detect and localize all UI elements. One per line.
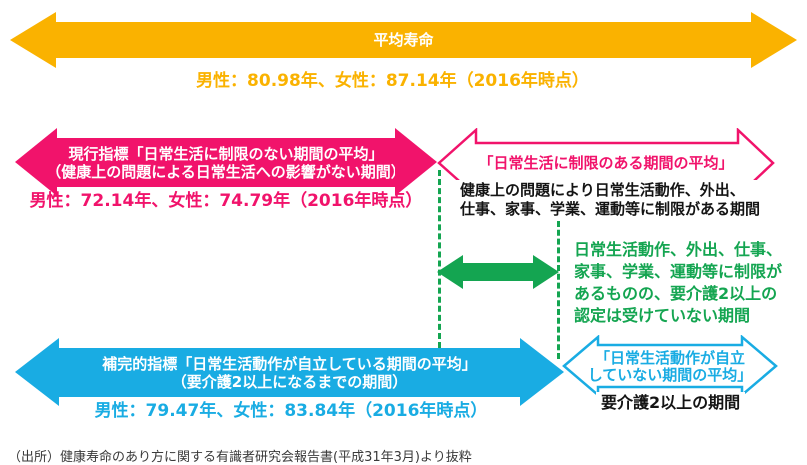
current-indicator-line1: 現行指標「日常生活に制限のない期間の平均」: [68, 144, 384, 163]
restriction-gap-note-line1: 日常生活動作、外出、仕事、: [574, 240, 783, 259]
restriction-gap-note-line2: 家事、学業、運動等に制限が: [574, 262, 783, 281]
supplementary-indicator-line2: （要介護2以上になるまでの期間）: [171, 372, 408, 391]
limited-period-note: 健康上の問題により日常生活動作、外出、 仕事、家事、学業、運動等に制限がある期間: [455, 180, 766, 220]
arrow-left-head-icon: [15, 128, 57, 196]
restriction-gap-arrow: [437, 255, 559, 289]
arrow-right-head-icon: [751, 12, 797, 68]
limited-period-note-line1: 健康上の問題により日常生活動作、外出、: [460, 181, 745, 199]
dependent-period-outline-arrow: 「日常生活動作が自立 していない期間の平均」: [562, 335, 778, 397]
dependent-period-title: 「日常生活動作が自立 していない期間の平均」: [562, 350, 778, 384]
dependent-period-title-line2: していない期間の平均」: [587, 366, 753, 384]
limited-period-outline-arrow: 「日常生活に制限のある期間の平均」: [437, 128, 775, 198]
arrow-left-head-icon: [437, 255, 463, 289]
current-indicator-arrow-shaft: 現行指標「日常生活に制限のない期間の平均」 （健康上の問題による日常生活への影響…: [46, 138, 406, 187]
current-indicator-value: 男性：72.14年、女性：74.79年（2016年時点）: [29, 191, 423, 211]
supplementary-indicator-arrow-shaft: 補完的指標「日常生活動作が自立している期間の平均」 （要介護2以上になるまでの期…: [58, 348, 521, 397]
arrow-left-head-icon: [10, 12, 56, 68]
restriction-gap-arrow-shaft: [462, 263, 534, 281]
arrow-right-head-icon: [533, 255, 559, 289]
restriction-gap-note-line3: あるものの、要介護2以上の: [574, 284, 778, 303]
double-arrow-outline-icon: [562, 335, 778, 397]
arrow-left-head-icon: [15, 338, 59, 406]
life-expectancy-arrow: 平均寿命: [10, 12, 797, 68]
supplementary-indicator-arrow: 補完的指標「日常生活動作が自立している期間の平均」 （要介護2以上になるまでの期…: [15, 338, 564, 407]
supplementary-indicator-value: 男性：79.47年、女性：83.84年（2016年時点）: [94, 401, 488, 421]
restriction-gap-note-line4: 認定は受けていない期間: [574, 306, 751, 325]
current-indicator-line2: （健康上の問題による日常生活への影響がない期間）: [46, 162, 406, 181]
current-indicator-arrow: 現行指標「日常生活に制限のない期間の平均」 （健康上の問題による日常生活への影響…: [15, 128, 437, 197]
restriction-gap-note: 日常生活動作、外出、仕事、 家事、学業、運動等に制限が あるものの、要介護2以上…: [574, 239, 782, 327]
life-expectancy-label: 平均寿命: [373, 31, 434, 49]
dashed-divider-right: [557, 221, 560, 359]
dependent-period-title-line1: 「日常生活動作が自立: [594, 349, 745, 367]
limited-period-note-line2: 仕事、家事、学業、運動等に制限がある期間: [460, 200, 761, 218]
source-note: （出所）健康寿命のあり方に関する有識者研究会報告書(平成31年3月)より抜粋: [8, 450, 472, 465]
arrow-right-head-icon: [395, 128, 437, 196]
life-expectancy-arrow-shaft: 平均寿命: [55, 22, 752, 58]
life-expectancy-value: 男性：80.98年、女性：87.14年（2016年時点）: [196, 71, 589, 91]
limited-period-title: 「日常生活に制限のある期間の平均」: [478, 154, 734, 172]
supplementary-indicator-line1: 補完的指標「日常生活動作が自立している期間の平均」: [102, 354, 477, 373]
arrow-right-head-icon: [520, 338, 564, 406]
care-level-note: 要介護2以上の期間: [596, 392, 746, 413]
